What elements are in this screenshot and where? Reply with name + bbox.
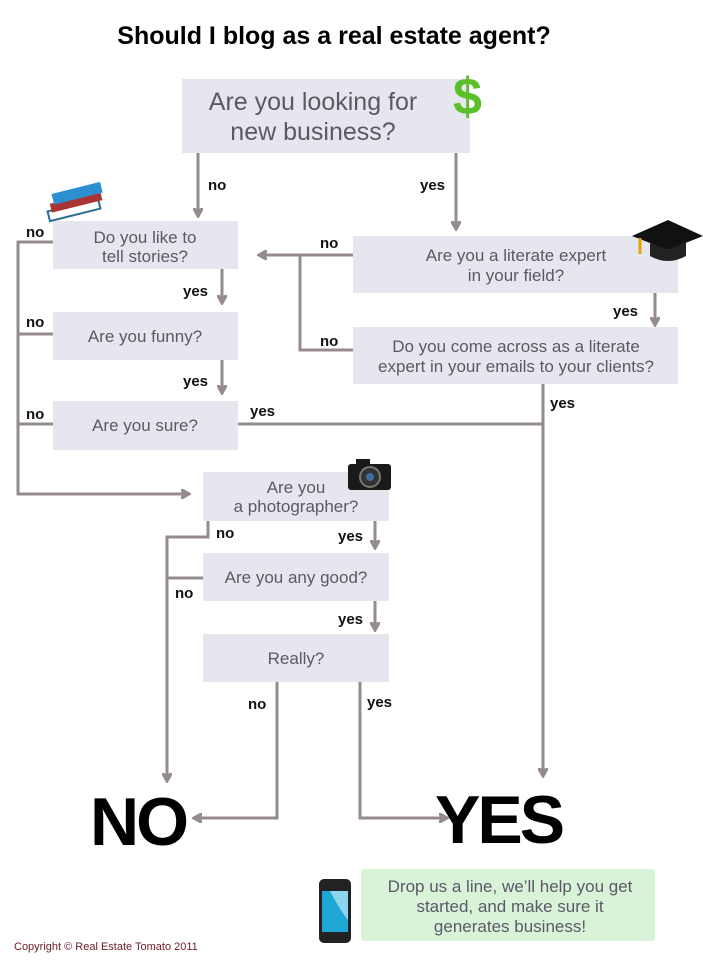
question-text: Do you like to — [94, 228, 197, 247]
question-text: new business? — [230, 118, 395, 146]
question-sure: Are you sure? — [53, 401, 238, 450]
edge-label: no — [320, 333, 338, 350]
question-text: a photographer? — [234, 497, 359, 516]
question-text: Are you sure? — [92, 416, 198, 435]
page-title: Should I blog as a real estate agent? — [117, 22, 550, 50]
edge-label: no — [175, 585, 193, 602]
edge-label: yes — [338, 611, 363, 628]
question-text: Are you funny? — [88, 327, 202, 346]
connectors — [16, 153, 655, 818]
question-literate: Are you a literate expert in your field? — [353, 236, 678, 293]
cta-box: Drop us a line, we’ll help you get start… — [361, 869, 655, 941]
edge-label: yes — [420, 177, 445, 194]
question-new-business: Are you looking for new business? $ — [182, 68, 482, 153]
edge-label: no — [26, 406, 44, 423]
edge-label: no — [26, 224, 44, 241]
question-funny: Are you funny? — [53, 312, 238, 360]
edge-label: no — [208, 177, 226, 194]
books-icon — [46, 181, 103, 223]
question-text: Do you come across as a literate — [392, 337, 640, 356]
edge-label: yes — [367, 694, 392, 711]
edge-label: no — [216, 525, 234, 542]
question-text: in your field? — [468, 266, 564, 285]
question-text: started, and make sure it — [416, 897, 603, 916]
question-text: expert in your emails to your clients? — [378, 357, 654, 376]
question-text: Are you any good? — [225, 568, 368, 587]
question-really: Really? — [203, 634, 389, 682]
edge-label: no — [26, 314, 44, 331]
question-emails: Do you come across as a literate expert … — [353, 327, 678, 384]
dollar-icon: $ — [453, 68, 482, 126]
edge-label: yes — [183, 373, 208, 390]
copyright: Copyright © Real Estate Tomato 2011 — [14, 941, 198, 953]
edge-label: yes — [338, 528, 363, 545]
question-text: generates business! — [434, 917, 586, 936]
camera-icon — [348, 459, 391, 490]
outcome-yes: YES — [435, 782, 563, 858]
question-stories: Do you like to tell stories? — [53, 221, 238, 269]
edge-label: yes — [613, 303, 638, 320]
graduation-cap-icon — [632, 220, 703, 261]
question-text: Are you looking for — [209, 88, 417, 116]
edge-label: yes — [183, 283, 208, 300]
question-text: Are you a literate expert — [426, 246, 607, 265]
edge-labels: no yes no no yes yes yes yes yes no no n… — [26, 177, 638, 713]
edge-label: no — [320, 235, 338, 252]
question-good: Are you any good? — [203, 553, 389, 601]
question-text: Really? — [268, 649, 325, 668]
edge-label: yes — [550, 395, 575, 412]
question-text: tell stories? — [102, 247, 188, 266]
edge-label: yes — [250, 403, 275, 420]
edge-label: no — [248, 696, 266, 713]
question-text: Drop us a line, we’ll help you get — [388, 877, 633, 896]
phone-icon — [319, 879, 351, 943]
outcome-no: NO — [90, 784, 187, 860]
question-text: Are you — [267, 478, 326, 497]
